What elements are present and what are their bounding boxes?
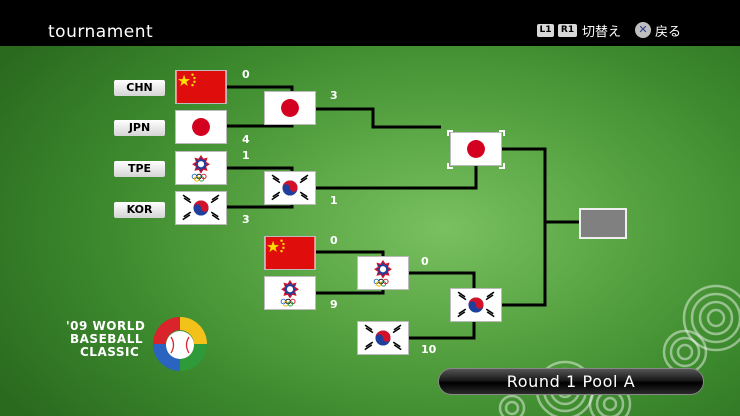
- flag-tpe-icon: [264, 276, 316, 310]
- flag-kor-icon: [450, 288, 502, 322]
- logo-line-1: '09 WORLD: [66, 319, 146, 333]
- flag-chn-icon: [175, 70, 227, 104]
- flag-jpn-icon: [175, 110, 227, 144]
- score-winners-kor: 1: [330, 194, 338, 207]
- final-slot: [579, 208, 627, 239]
- logo-line-3: CLASSIC: [80, 345, 140, 359]
- flag-kor-icon: [264, 171, 316, 205]
- score-g2-tpe: 1: [242, 149, 250, 162]
- team-label-kor: KOR: [114, 202, 165, 218]
- score-loser-final-kor: 10: [421, 343, 437, 356]
- team-label-chn: CHN: [114, 80, 165, 96]
- switch-hint: 切替え: [582, 25, 622, 40]
- top-bar: [0, 0, 740, 46]
- flag-tpe-icon: [357, 256, 409, 290]
- score-g2-kor: 3: [242, 213, 250, 226]
- flag-jpn-icon: [264, 91, 316, 125]
- score-loser-final-tpe: 0: [421, 255, 429, 268]
- team-label-jpn: JPN: [114, 120, 165, 136]
- team-label-tpe: TPE: [114, 161, 165, 177]
- flag-chn-icon: [264, 236, 316, 270]
- flag-kor-icon: [175, 191, 227, 225]
- r1-button-icon[interactable]: R1: [558, 24, 577, 37]
- flag-jpn-icon: [450, 132, 502, 166]
- score-g1-jpn: 4: [242, 133, 250, 146]
- page-title: tournament: [48, 22, 154, 42]
- round-label: Round 1 Pool A: [438, 368, 704, 395]
- flag-kor-icon: [357, 321, 409, 355]
- l1-button-icon[interactable]: L1: [537, 24, 554, 37]
- score-g1-chn: 0: [242, 68, 250, 81]
- baseball-logo-icon: [153, 317, 207, 371]
- score-winners-jpn: 3: [330, 89, 338, 102]
- score-elim-chn: 0: [330, 234, 338, 247]
- back-hint: 戻る: [655, 25, 682, 40]
- logo-line-2: BASEBALL: [70, 332, 143, 346]
- flag-tpe-icon: [175, 151, 227, 185]
- score-elim-tpe: 9: [330, 298, 338, 311]
- cross-button-icon[interactable]: ✕: [635, 22, 651, 38]
